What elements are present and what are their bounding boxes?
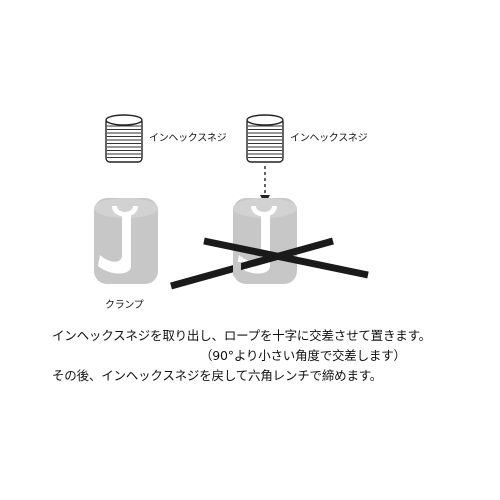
rope-a (203, 237, 369, 279)
instruction-line-3: その後、インヘックスネジを戻して六角レンチで締めます。 (52, 368, 383, 383)
hex-screw-right (246, 114, 284, 163)
label-hex-screw-right: インヘックスネジ (290, 133, 368, 144)
clamp-right-front-edge (233, 262, 241, 276)
clamp-right (233, 198, 297, 284)
label-clamp: クランプ (105, 300, 144, 311)
instruction-line-1: インヘックスネジを取り出し、ロープを十字に交差させて置きます。 (52, 328, 431, 343)
hex-screw-left (105, 114, 143, 163)
label-hex-screw-left: インヘックスネジ (149, 133, 227, 144)
rope-b (170, 237, 334, 290)
crossed-ropes (170, 237, 369, 290)
clamp-left (94, 198, 158, 284)
instruction-line-2: （90°より小さい角度で交差します） (200, 348, 406, 363)
